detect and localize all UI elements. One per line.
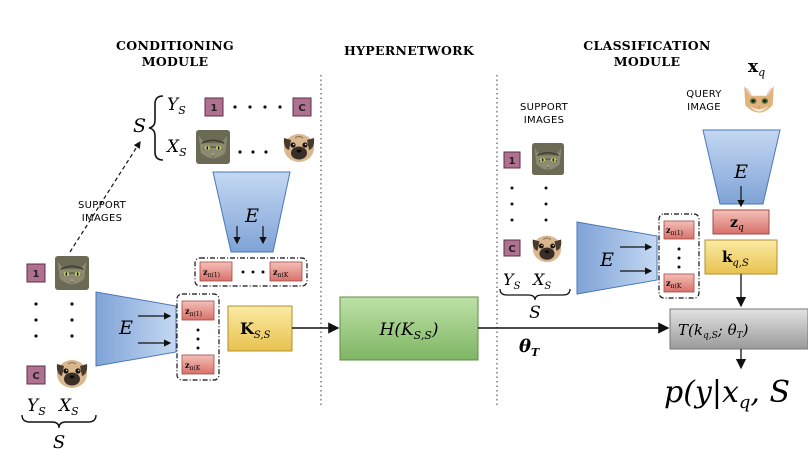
- z-column-right-ellipsis: [677, 247, 681, 269]
- label-badge-1-right-text: 1: [509, 156, 516, 167]
- label-badge-C-right: [503, 239, 521, 257]
- hypernetwork-box: [339, 296, 479, 361]
- X-S-label-right: XS: [531, 270, 551, 292]
- z-column-right-cell-first-label: zπ(1): [666, 225, 683, 237]
- label-badge-1-left-text: 1: [33, 269, 40, 280]
- ellipsis-dots-left-column: [34, 302, 74, 338]
- label-badge-1-top-text: 1: [211, 103, 218, 114]
- support-images-right-line1: SUPPORT: [520, 102, 569, 113]
- query-image-line2: IMAGE: [687, 102, 721, 113]
- heading-conditioning-line1: CONDITIONING: [116, 38, 234, 53]
- query-image-line1: QUERY: [686, 89, 722, 100]
- label-badge-1-top: [204, 97, 224, 117]
- X-S-label-top: XS: [165, 137, 187, 159]
- z-q-label: zq: [730, 215, 744, 233]
- Y-S-label-top: YS: [167, 95, 186, 117]
- ellipsis-dots-right-column: [510, 186, 548, 222]
- z-row-cell-last: [269, 261, 303, 282]
- z-column-right-cell-first: [663, 220, 695, 240]
- z-column-left-cell-last: [181, 354, 215, 375]
- support-images-right-line2: IMAGES: [524, 115, 564, 126]
- heading-classification-line1: CLASSIFICATION: [583, 38, 710, 53]
- underbrace-left: [21, 414, 97, 429]
- encoder-right-label: E: [599, 249, 614, 271]
- z-row-ellipsis: [241, 270, 265, 274]
- label-badge-C-left-text: C: [32, 371, 39, 382]
- Y-S-label-left: YS: [27, 396, 46, 418]
- z-row-cell-first-label: zπ(1): [203, 267, 220, 279]
- label-badge-C-left: [26, 365, 46, 385]
- set-S-label-left: S: [53, 432, 65, 453]
- pug-photo-right: [530, 230, 564, 264]
- encoder-top-label: E: [244, 205, 259, 227]
- k-qS-label: kq,S: [722, 248, 749, 269]
- pug-photo-left: [54, 354, 90, 390]
- label-badge-1-left: [26, 263, 46, 283]
- z-column-right-frame: [658, 213, 700, 299]
- label-badge-C-top-text: C: [298, 103, 305, 114]
- hypernetwork-label: H(KS,S): [379, 320, 439, 342]
- ellipsis-dots-top-labels: [233, 105, 282, 109]
- tabby-cat-photo-right: [532, 143, 564, 175]
- set-S-label-right: S: [529, 303, 541, 323]
- tabby-cat-photo-top: [196, 130, 230, 164]
- heading-conditioning-line2: MODULE: [142, 54, 209, 69]
- tabby-cat-photo-left: [55, 256, 89, 290]
- label-badge-C-top: [292, 97, 312, 117]
- label-badge-1-right: [503, 151, 521, 169]
- encoder-right: [576, 221, 658, 295]
- support-images-left-line1: SUPPORT: [78, 200, 127, 211]
- X-S-label-left: XS: [57, 396, 79, 418]
- z-column-right-cell-last-label: zπ(K: [666, 278, 682, 290]
- encoder-query: [702, 129, 781, 205]
- T-classifier-label: T(kq,S; θT): [678, 321, 749, 341]
- support-images-left-line2: IMAGES: [82, 213, 122, 224]
- heading-classification-line2: MODULE: [614, 54, 681, 69]
- label-badge-C-right-text: C: [508, 244, 515, 255]
- Y-S-label-right: YS: [503, 270, 521, 292]
- z-column-right-cell-last: [663, 273, 695, 293]
- K-SS-box: [227, 305, 293, 352]
- theta-T-label: θT: [519, 336, 540, 359]
- set-S-label-top: S: [133, 115, 146, 137]
- k-qS-box: [704, 239, 778, 275]
- T-classifier-box: [669, 308, 808, 350]
- ellipsis-dots-top-images: [238, 150, 268, 154]
- dashed-arrow-support-to-S: [69, 140, 141, 253]
- z-column-left-cell-last-label: zπ(K: [185, 360, 201, 372]
- K-SS-label: KS,S: [240, 319, 271, 341]
- encoder-left-label: E: [118, 317, 133, 339]
- z-column-left-cell-first: [181, 300, 215, 321]
- z-q-box: [712, 209, 770, 235]
- heading-hypernetwork: HYPERNETWORK: [344, 43, 475, 58]
- kitten-photo-query: [740, 82, 778, 120]
- output-probability: p(y|xq, S: [664, 375, 790, 413]
- encoder-top: [212, 171, 291, 253]
- underbrace-right: [499, 288, 571, 301]
- z-column-left-cell-first-label: zπ(1): [185, 306, 202, 318]
- pug-photo-top: [281, 128, 317, 164]
- z-column-left-ellipsis: [196, 328, 200, 350]
- z-row-frame: [194, 257, 308, 287]
- x-q-label: xq: [748, 57, 765, 79]
- encoder-left: [95, 291, 177, 367]
- z-column-left-frame: [176, 293, 220, 381]
- encoder-query-label: E: [733, 161, 748, 183]
- z-row-cell-first: [199, 261, 233, 282]
- curly-brace-top: [148, 95, 164, 161]
- z-row-cell-last-label: zπ(K: [273, 267, 289, 279]
